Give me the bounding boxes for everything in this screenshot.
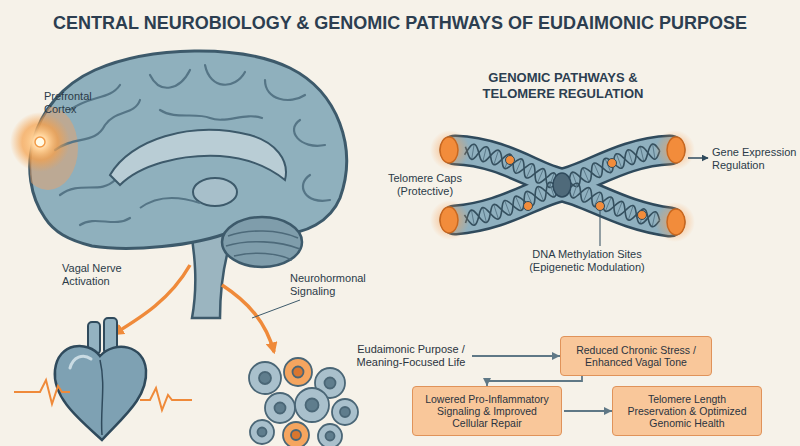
gyrus [150,70,190,88]
cell-nucleus [293,367,304,378]
callout-label: Gene Expression Regulation [712,146,798,172]
gyri [55,65,330,225]
methylation-dot [524,202,533,211]
telomere-cap [440,137,458,163]
cell-cluster [249,358,358,446]
helix-rung [653,144,655,160]
node-text: Telomere Length Preservation & Optimized… [618,393,756,430]
cap-glow [430,130,470,170]
cell-nucleus [326,432,335,441]
cerebellum [222,217,302,267]
gyrus [60,180,115,195]
telomere-caps [430,130,695,242]
telomere-cap [667,137,685,163]
thalamus [193,178,237,206]
callout-label: Vagal Nerve Activation [62,262,142,288]
cell [332,399,358,425]
cell [250,420,274,444]
cell [265,393,295,423]
methylation-dot [638,211,647,220]
helix-rung [472,144,475,160]
heart-highlight [70,356,91,368]
gyrus [303,175,330,201]
cell [284,358,312,386]
fold [226,242,300,249]
leader-line [600,211,601,246]
start-text-node: Eudaimonic Purpose / Meaning-Focused Lif… [352,338,470,374]
dna-helix [464,144,659,227]
gyrus [140,198,200,208]
cell [283,422,309,446]
methylation-dot [596,202,605,211]
vagal-arrow [114,265,190,334]
telomere-cap [440,207,458,233]
cell [295,388,329,422]
methylation-dot [506,156,515,165]
telomere-cap [667,209,685,235]
section-heading: GENOMIC PATHWAYS & TELOMERE REGULATION [478,70,648,101]
ecg-trace [14,380,70,404]
cell [249,362,281,394]
corpus-callosum [110,130,286,185]
cell-nucleus [275,403,286,414]
cell-nucleus [258,428,267,437]
ecg-trace [140,388,192,410]
flow-arrow [487,376,582,386]
centromere [553,173,571,197]
flow-arrow [564,410,612,412]
region-label: Prefrontal Cortex [44,90,114,116]
heart-line [100,360,103,435]
gyrus [80,218,130,225]
cap-glow [655,202,695,242]
leader-line [252,300,300,318]
cell-nucleus [259,372,271,384]
gyrus [205,65,245,85]
cell-nucleus [306,399,319,412]
cell-nucleus [325,378,336,389]
cell-nucleus [291,430,301,440]
expression-arrow [688,157,708,159]
callout-label: Telomere Caps (Protective) [385,172,465,198]
callout-label: DNA Methylation Sites (Epigenetic Modula… [512,248,662,274]
signal-arrow [222,285,274,352]
gyrus [294,120,325,146]
cap-glow [430,200,470,240]
gyrus [265,80,305,100]
node-text: Reduced Chronic Stress / Enhanced Vagal … [566,344,706,369]
process-box: Lowered Pro-Inflammatory Signaling & Imp… [412,386,562,436]
diagram-title: CENTRAL NEUROBIOLOGY & GENOMIC PATHWAYS … [0,13,800,35]
prefrontal-glow [10,112,70,172]
cerebellum-folds [226,231,300,260]
callout-label: Neurohormonal Signaling [290,272,380,298]
node-text: Lowered Pro-Inflammatory Signaling & Imp… [418,393,556,430]
node-text: Eudaimonic Purpose / Meaning-Focused Lif… [352,343,470,369]
flow-arrow [472,355,560,357]
methylation-dot [608,159,617,168]
process-box: Telomere Length Preservation & Optimized… [612,386,762,436]
prefrontal-dot [35,137,45,147]
methylation-sites [506,156,647,220]
fold [234,253,292,260]
cap-glow [655,130,695,170]
cell-nucleus [340,407,350,417]
process-box: Reduced Chronic Stress / Enhanced Vagal … [560,336,712,376]
gyrus [160,110,262,120]
cell [318,424,342,446]
helix-rung [471,210,474,226]
fold [228,231,298,238]
